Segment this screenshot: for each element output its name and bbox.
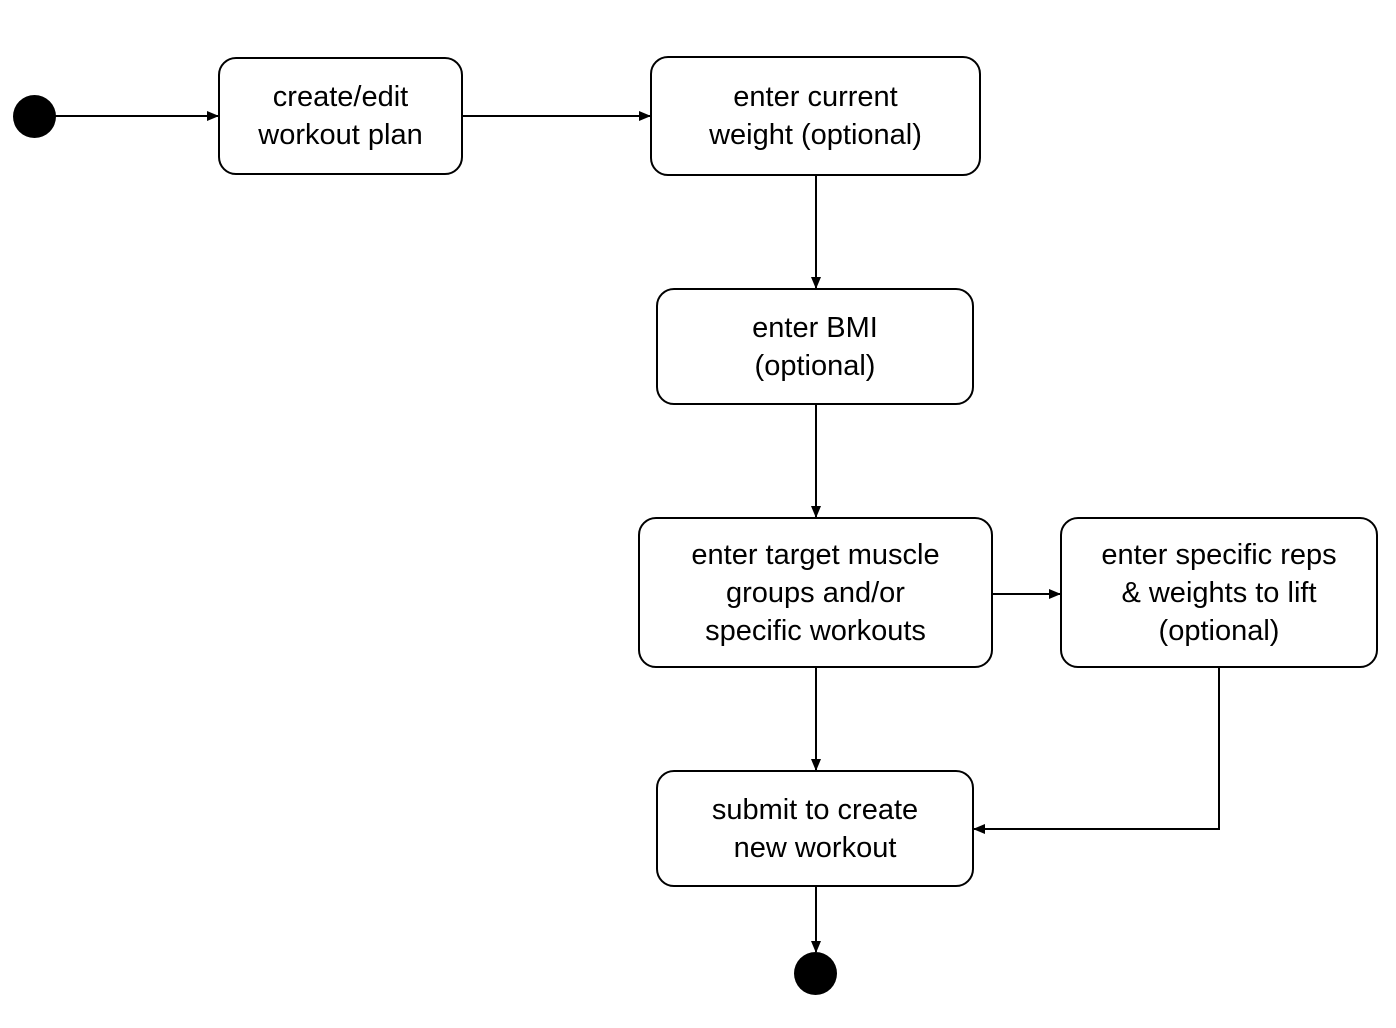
state-submit-new-workout: submit to create new workout [656,770,974,887]
state-enter-current-weight: enter current weight (optional) [650,56,981,176]
state-enter-bmi: enter BMI (optional) [656,288,974,405]
state-label: enter BMI (optional) [752,311,878,382]
state-create-edit-workout-plan: create/edit workout plan [218,57,463,175]
state-label: enter current weight (optional) [709,81,922,151]
arrow-enter-reps-to-submit [973,668,1220,834]
state-label: enter target muscle groups and/or specif… [691,538,940,647]
initial-node [13,95,56,138]
final-node [794,952,837,995]
state-enter-specific-reps-weights: enter specific reps & weights to lift (o… [1060,517,1378,668]
state-label: submit to create new workout [711,793,919,864]
state-label: enter specific reps & weights to lift (o… [1101,538,1337,647]
state-label: create/edit workout plan [258,81,423,151]
state-enter-target-muscle-groups: enter target muscle groups and/or specif… [638,517,993,668]
